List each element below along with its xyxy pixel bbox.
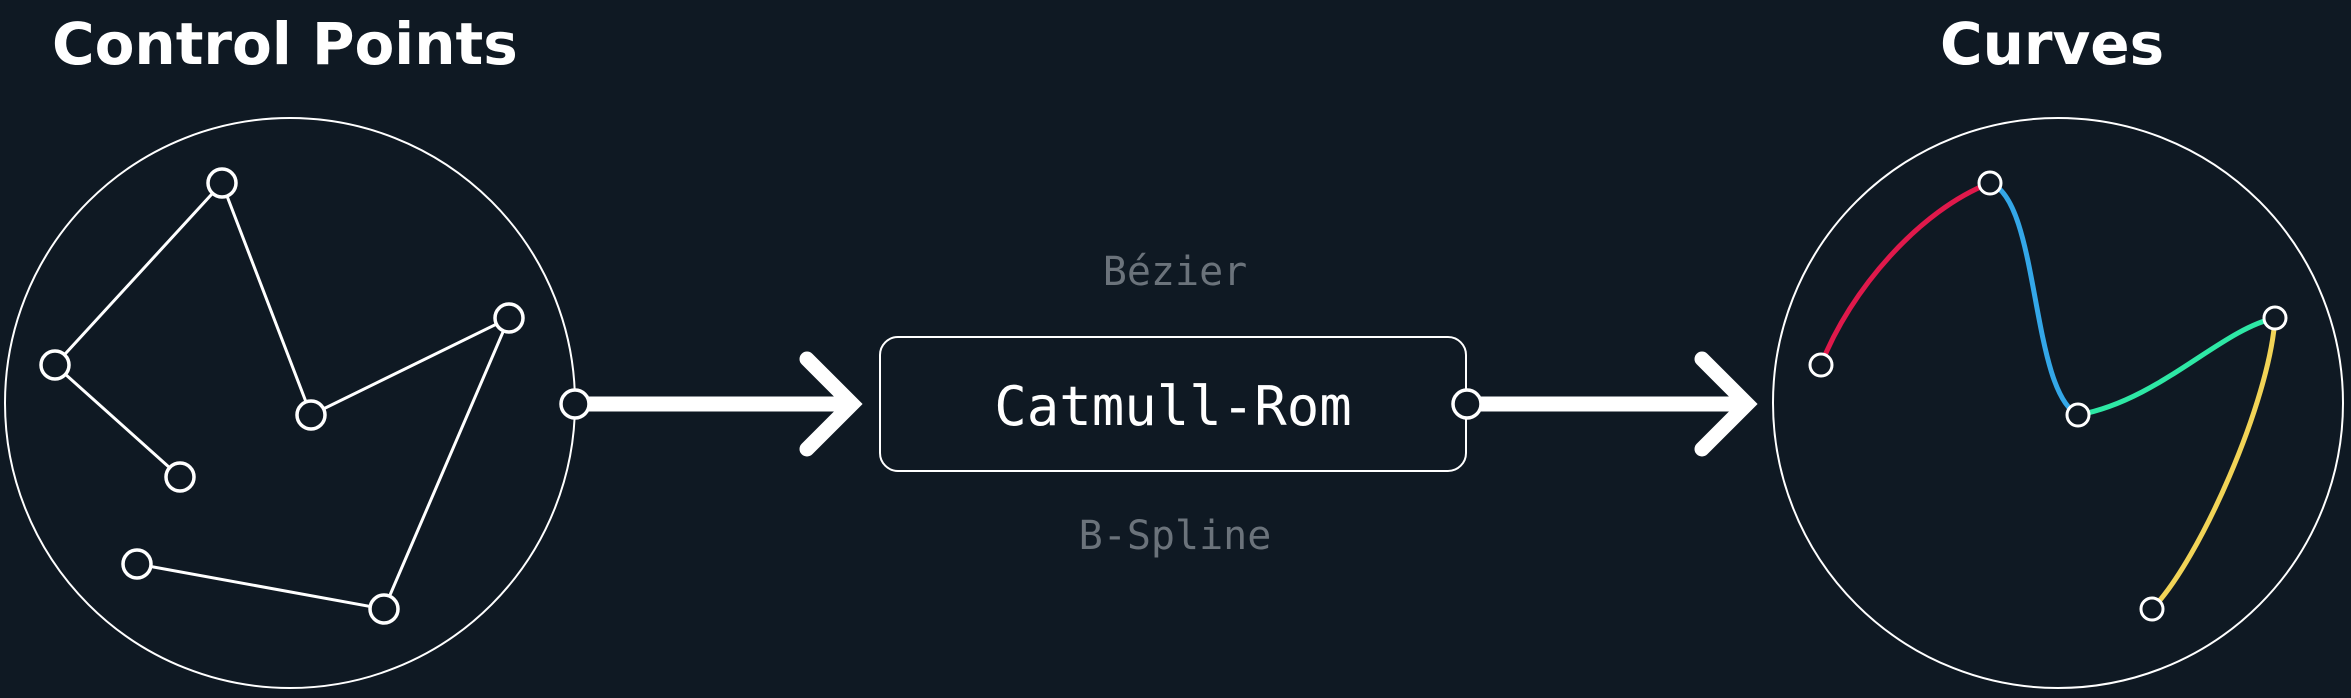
curves-title: Curves	[1940, 10, 2165, 78]
control-polygon	[53, 181, 511, 611]
curves-circle	[1772, 117, 2344, 689]
control-point[interactable]	[39, 349, 71, 381]
output-arrow	[1470, 351, 1758, 457]
curve-segment-yellow	[2149, 315, 2278, 612]
algorithm-option-b-spline[interactable]: B-Spline	[1078, 513, 1272, 559]
input-arrow	[577, 351, 863, 457]
algorithm-selected-catmull-rom[interactable]: Catmull-Rom	[994, 375, 1352, 438]
curve-segment-green	[2075, 315, 2278, 418]
curve-segment-blue	[1987, 180, 2081, 418]
control-points-circle	[4, 117, 576, 689]
curves-panel	[1772, 117, 2344, 689]
control-points-panel	[4, 117, 576, 689]
curve-point[interactable]	[2262, 305, 2288, 331]
control-point[interactable]	[206, 167, 238, 199]
control-point[interactable]	[164, 461, 196, 493]
control-point[interactable]	[368, 593, 400, 625]
control-point[interactable]	[493, 302, 525, 334]
input-port	[559, 388, 591, 420]
curve-point[interactable]	[2065, 402, 2091, 428]
control-points-title: Control Points	[52, 10, 518, 78]
output-port	[1451, 388, 1483, 420]
curve-segment-red	[1818, 180, 1993, 368]
control-point[interactable]	[121, 548, 153, 580]
curve-point[interactable]	[1977, 170, 2003, 196]
algorithm-option-bezier[interactable]: Bézier	[1102, 249, 1248, 295]
curve-point[interactable]	[2139, 596, 2165, 622]
control-point[interactable]	[295, 399, 327, 431]
curve-point[interactable]	[1808, 352, 1834, 378]
